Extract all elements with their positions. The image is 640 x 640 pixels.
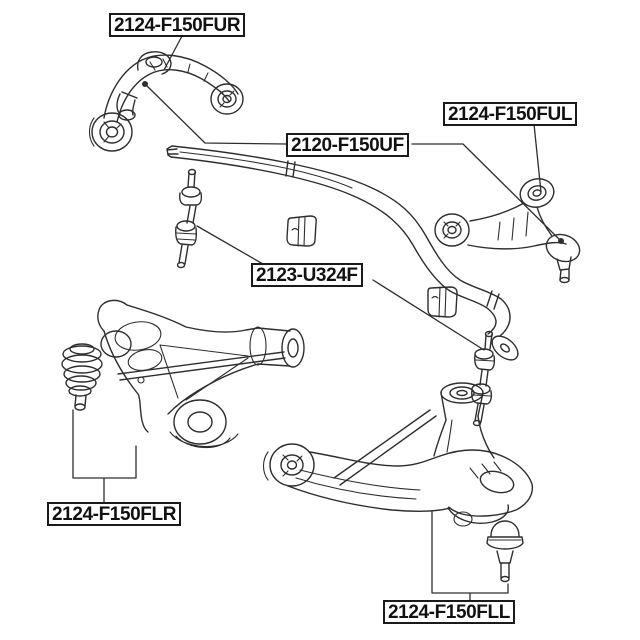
leader-upper-arm-left [533,123,542,193]
bracket-lower-arm-right [72,409,137,503]
stabilizer-bar-drawing [166,145,519,361]
bracket-lower-arm-left [431,511,509,601]
upper-control-arm-right-drawing [88,51,244,152]
leader-stabilizer-link-left [196,225,264,265]
part-number-label-upper-ball-joint[interactable]: 2120-F150UF [286,133,409,157]
lower-control-arm-right-drawing [97,299,305,449]
part-number-label-lower-arm-right[interactable]: 2124-F150FLR [47,502,182,526]
leader-upper-ball-joint-right-line [411,143,564,244]
leader-upper-ball-joint-left-line [142,81,287,145]
leader-upper-arm-right [163,35,183,71]
stabilizer-bushing-right-drawing [427,286,458,318]
upper-control-arm-left-drawing [434,178,581,284]
lower-control-arm-left-drawing [262,382,534,527]
leader-stabilizer-link-right [372,279,485,351]
part-number-label-lower-arm-left[interactable]: 2124-F150FLL [383,600,515,624]
lower-ball-joint-drawing [486,520,524,583]
part-number-label-upper-arm-left[interactable]: 2124-F150FUL [443,102,578,126]
ball-joint-callout-dot-left [558,238,564,244]
stabilizer-link-right-drawing [471,330,496,427]
part-number-label-upper-arm-right[interactable]: 2124-F150FUR [109,13,246,37]
stabilizer-link-left-drawing [175,168,203,269]
ball-joint-boot-drawing [61,343,103,411]
part-number-label-stabilizer-link[interactable]: 2123-U324F [251,263,363,287]
stabilizer-bushing-left-drawing [286,215,317,247]
